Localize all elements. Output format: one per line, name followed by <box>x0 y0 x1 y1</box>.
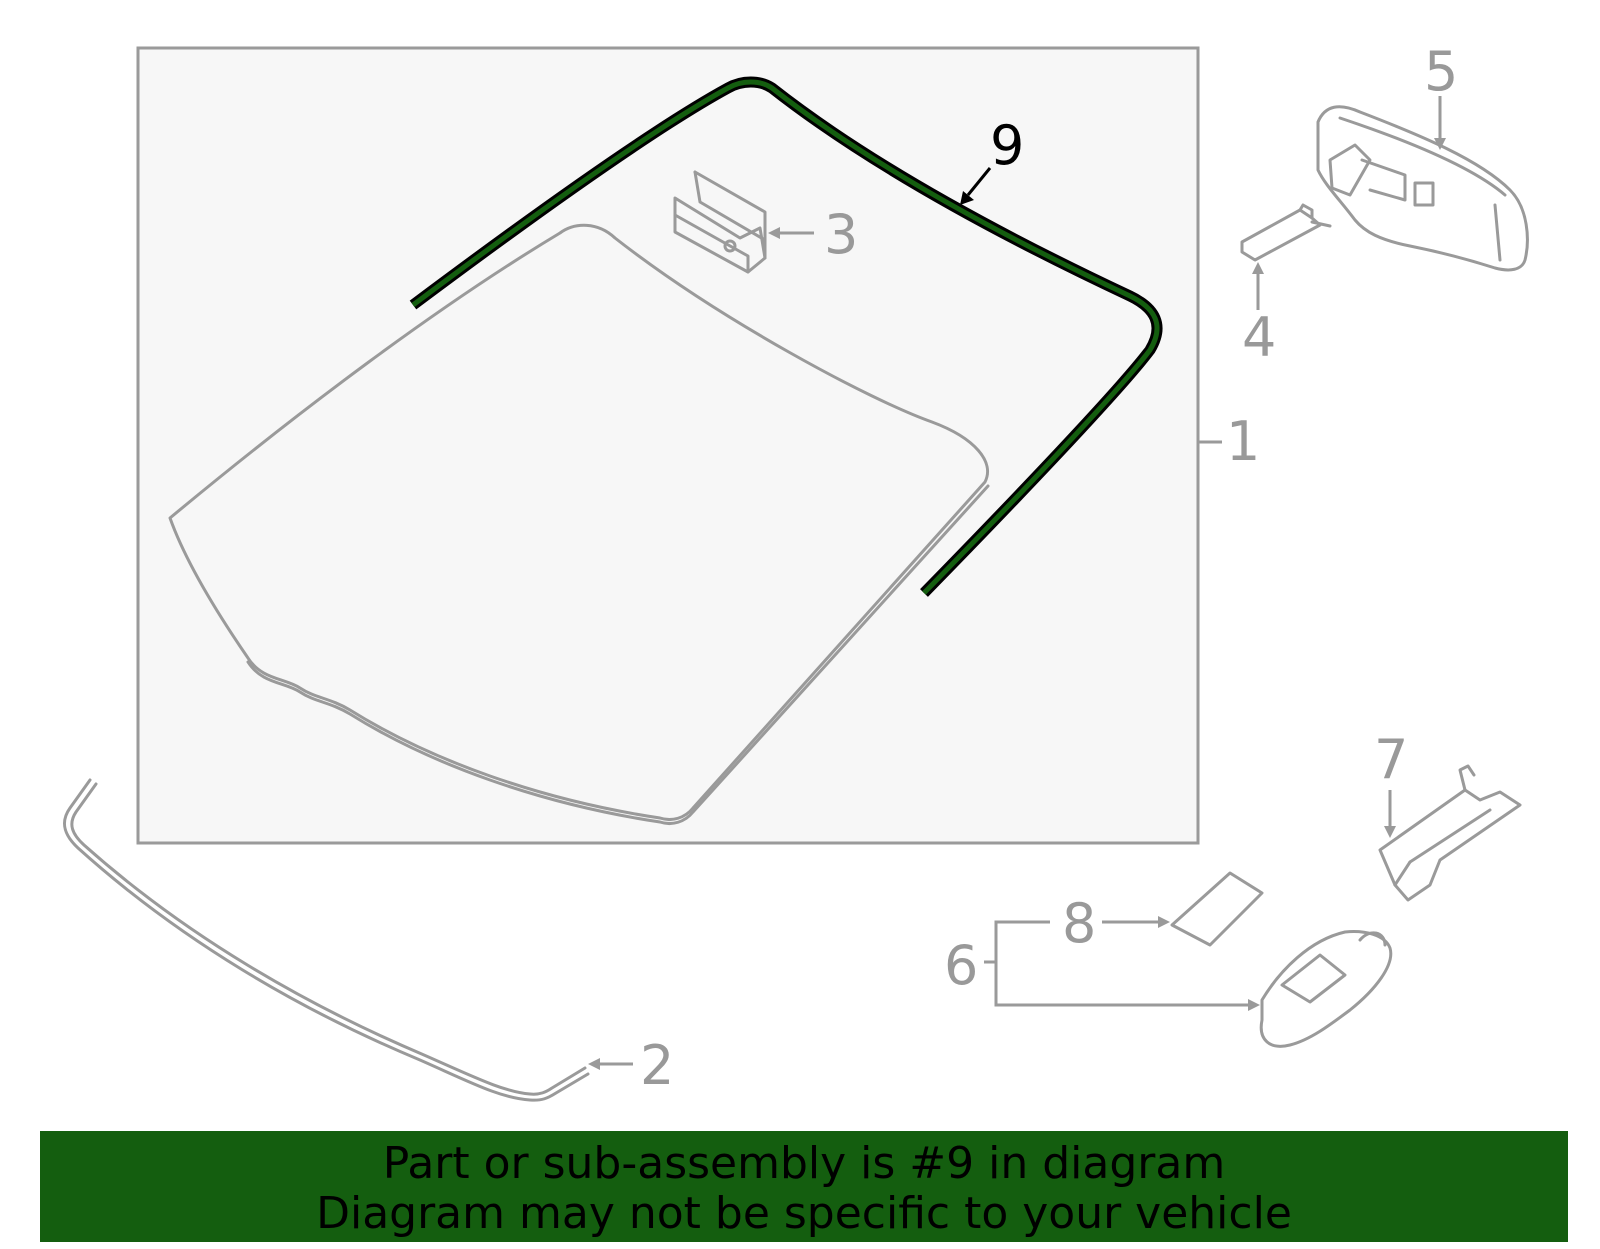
callout-1: 1 <box>1226 410 1260 473</box>
callout-6: 6 <box>944 934 978 997</box>
windshield-moulding-highlighted <box>409 76 1163 597</box>
callout-5: 5 <box>1424 40 1458 103</box>
leader-lines <box>588 96 1446 1070</box>
callout-2: 2 <box>640 1034 674 1097</box>
callout-7: 7 <box>1374 728 1408 791</box>
banner-line-2: Diagram may not be specific to your vehi… <box>316 1188 1292 1239</box>
banner-line-1: Part or sub-assembly is #9 in diagram <box>382 1138 1226 1189</box>
callout-4: 4 <box>1242 306 1276 369</box>
callout-9: 9 <box>990 114 1024 177</box>
remote-part <box>1259 930 1393 1048</box>
assembly-box <box>136 46 1200 845</box>
windshield-glass <box>168 223 990 826</box>
info-banner: Part or sub-assembly is #9 in diagram Di… <box>40 1131 1568 1242</box>
bracket-part <box>673 170 767 274</box>
clip-part <box>1240 203 1332 262</box>
callout-3: 3 <box>824 203 858 266</box>
sensor-bracket-part <box>1378 764 1522 902</box>
pad-part <box>1170 871 1264 947</box>
lower-moulding-part <box>62 778 590 1102</box>
mirror-part <box>1316 105 1529 272</box>
callout-8: 8 <box>1062 892 1096 955</box>
